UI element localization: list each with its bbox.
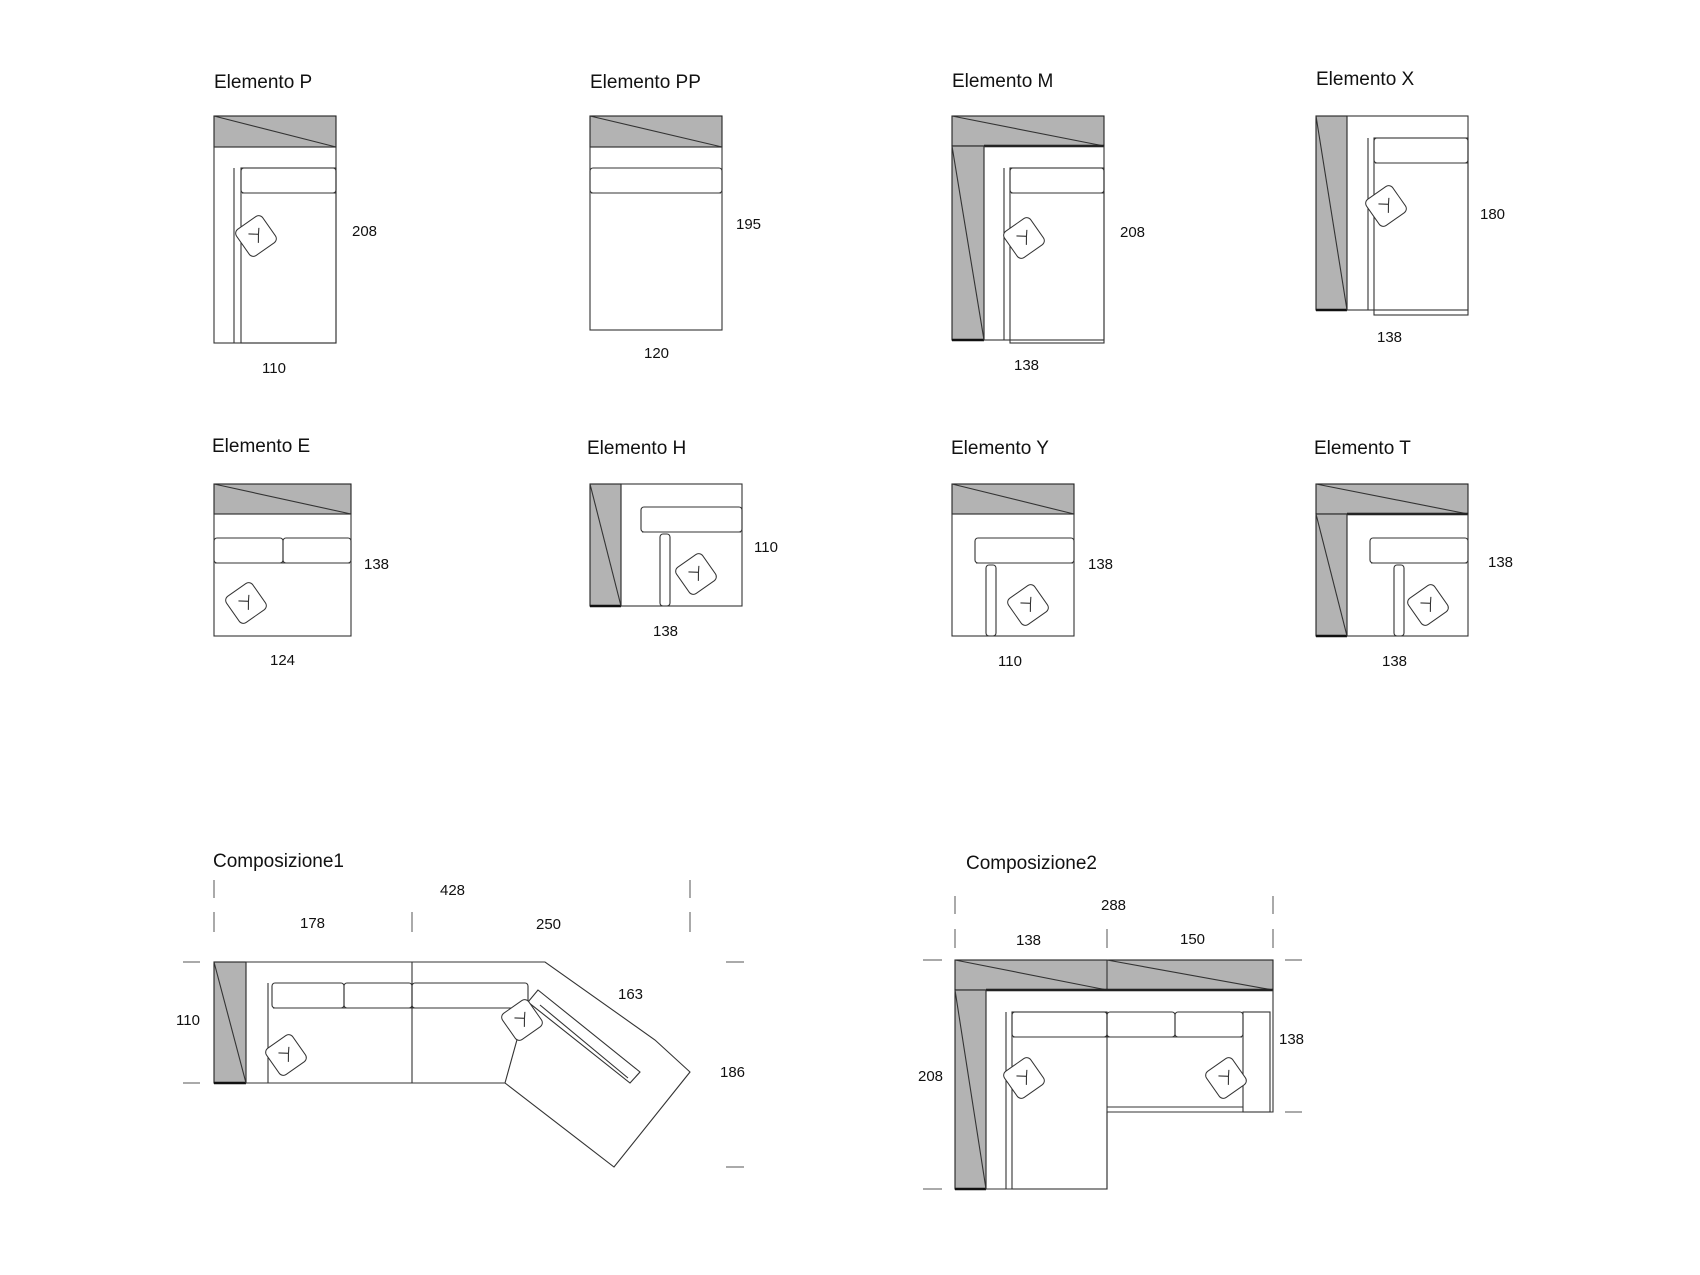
cushion-icon [1205,1057,1247,1099]
module-y-width: 110 [998,653,1022,670]
module-t: Elemento T 138 138 [1314,438,1513,670]
composition-1-seg1: 178 [300,915,325,932]
composition-2-seg2: 150 [1180,931,1205,948]
module-p-title: Elemento P [214,72,312,93]
module-e-title: Elemento E [212,436,310,457]
module-t-depth: 138 [1488,554,1513,571]
module-h-width: 138 [653,623,678,640]
cushion-icon [1003,217,1045,259]
module-e-width: 124 [270,652,295,669]
module-p-depth: 208 [352,223,377,240]
module-pp-title: Elemento PP [590,72,701,93]
cushion-icon [1003,1057,1045,1099]
cushion-icon [265,1034,307,1076]
composition-1-left: 110 [176,1012,200,1029]
module-m-depth: 208 [1120,224,1145,241]
module-p-width: 110 [262,360,286,377]
module-h-depth: 110 [754,539,778,556]
module-y-title: Elemento Y [951,438,1049,459]
composition-2: Composizione2 288 138 150 208 138 [918,853,1304,1191]
cushion-icon [235,215,277,257]
cushion-icon [1407,584,1449,626]
composition-2-left: 208 [918,1068,943,1085]
module-h: Elemento H 110 138 [587,438,778,640]
composition-1-right: 186 [720,1064,745,1081]
module-m-title: Elemento M [952,71,1053,92]
cushion-icon [501,999,543,1041]
module-t-title: Elemento T [1314,438,1411,459]
composition-1-seg2: 250 [536,916,561,933]
module-p: Elemento P 208 110 [213,72,377,377]
module-y-depth: 138 [1088,556,1113,573]
composition-1-total: 428 [440,882,465,899]
module-e: Elemento E 138 124 [212,436,389,669]
module-m: Elemento M 208 138 [951,71,1145,374]
composition-1-title: Composizione1 [213,851,344,872]
cushion-icon [225,582,267,624]
composition-2-total: 288 [1101,897,1126,914]
module-pp-depth: 195 [736,216,761,233]
module-x-width: 138 [1377,329,1402,346]
module-x-title: Elemento X [1316,69,1415,90]
module-pp: Elemento PP 195 120 [589,72,761,362]
module-t-width: 138 [1382,653,1407,670]
cushion-icon [675,553,717,595]
module-m-width: 138 [1014,357,1039,374]
module-x: Elemento X 180 138 [1315,69,1505,346]
composition-2-seg1: 138 [1016,932,1041,949]
cushion-icon [1365,185,1407,227]
composition-2-title: Composizione2 [966,853,1097,874]
module-h-title: Elemento H [587,438,686,459]
composition-2-right: 138 [1279,1031,1304,1048]
composition-1-diag: 163 [618,986,643,1003]
module-e-depth: 138 [364,556,389,573]
module-y: Elemento Y 138 110 [951,438,1113,670]
composition-1: Composizione1 428 178 250 110 163 186 [176,851,745,1168]
module-pp-width: 120 [644,345,669,362]
cushion-icon [1007,584,1049,626]
module-x-depth: 180 [1480,206,1505,223]
